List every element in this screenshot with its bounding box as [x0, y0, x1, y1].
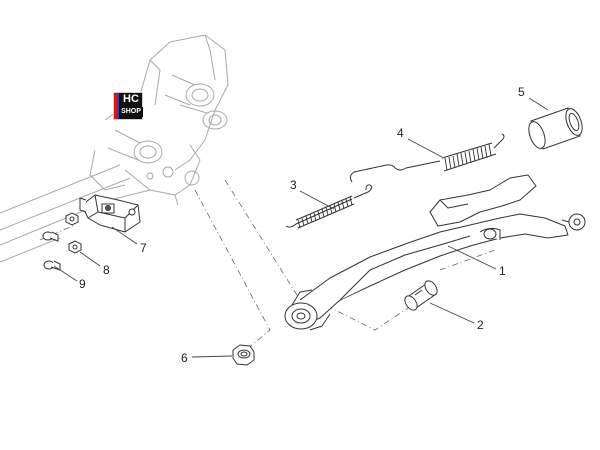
part-1-side-stand	[284, 174, 586, 331]
callout-9: 9	[79, 277, 86, 291]
callout-5: 5	[518, 85, 525, 99]
callout-4: 4	[397, 126, 404, 140]
part-4-spring	[349, 133, 505, 183]
part-5-bushing	[528, 107, 583, 150]
part-9-bolts	[42, 231, 61, 271]
callout-3: 3	[290, 178, 297, 192]
logo-text-hc: HC	[123, 93, 139, 105]
assembly-guide-lines	[39, 179, 496, 356]
part-6-nut	[232, 344, 255, 366]
callout-7: 7	[140, 241, 147, 255]
frame-section	[0, 34, 229, 263]
logo-red-stripe	[114, 93, 117, 119]
part-8-nuts	[65, 212, 82, 254]
leader-lines	[53, 97, 549, 358]
part-7-switch	[79, 194, 141, 233]
logo-text-shop: SHOP	[119, 107, 143, 117]
part-2-pin	[404, 280, 438, 311]
part-3-spring	[285, 184, 373, 229]
callout-2: 2	[477, 318, 484, 332]
callout-8: 8	[103, 263, 110, 277]
hc-shop-logo: HC SHOP	[113, 92, 143, 120]
callout-1: 1	[499, 264, 506, 278]
logo-blue-stripe	[117, 93, 119, 119]
callout-6: 6	[181, 351, 188, 365]
callout-labels: 1 2 3 4 5 6 7 8 9	[79, 85, 525, 365]
